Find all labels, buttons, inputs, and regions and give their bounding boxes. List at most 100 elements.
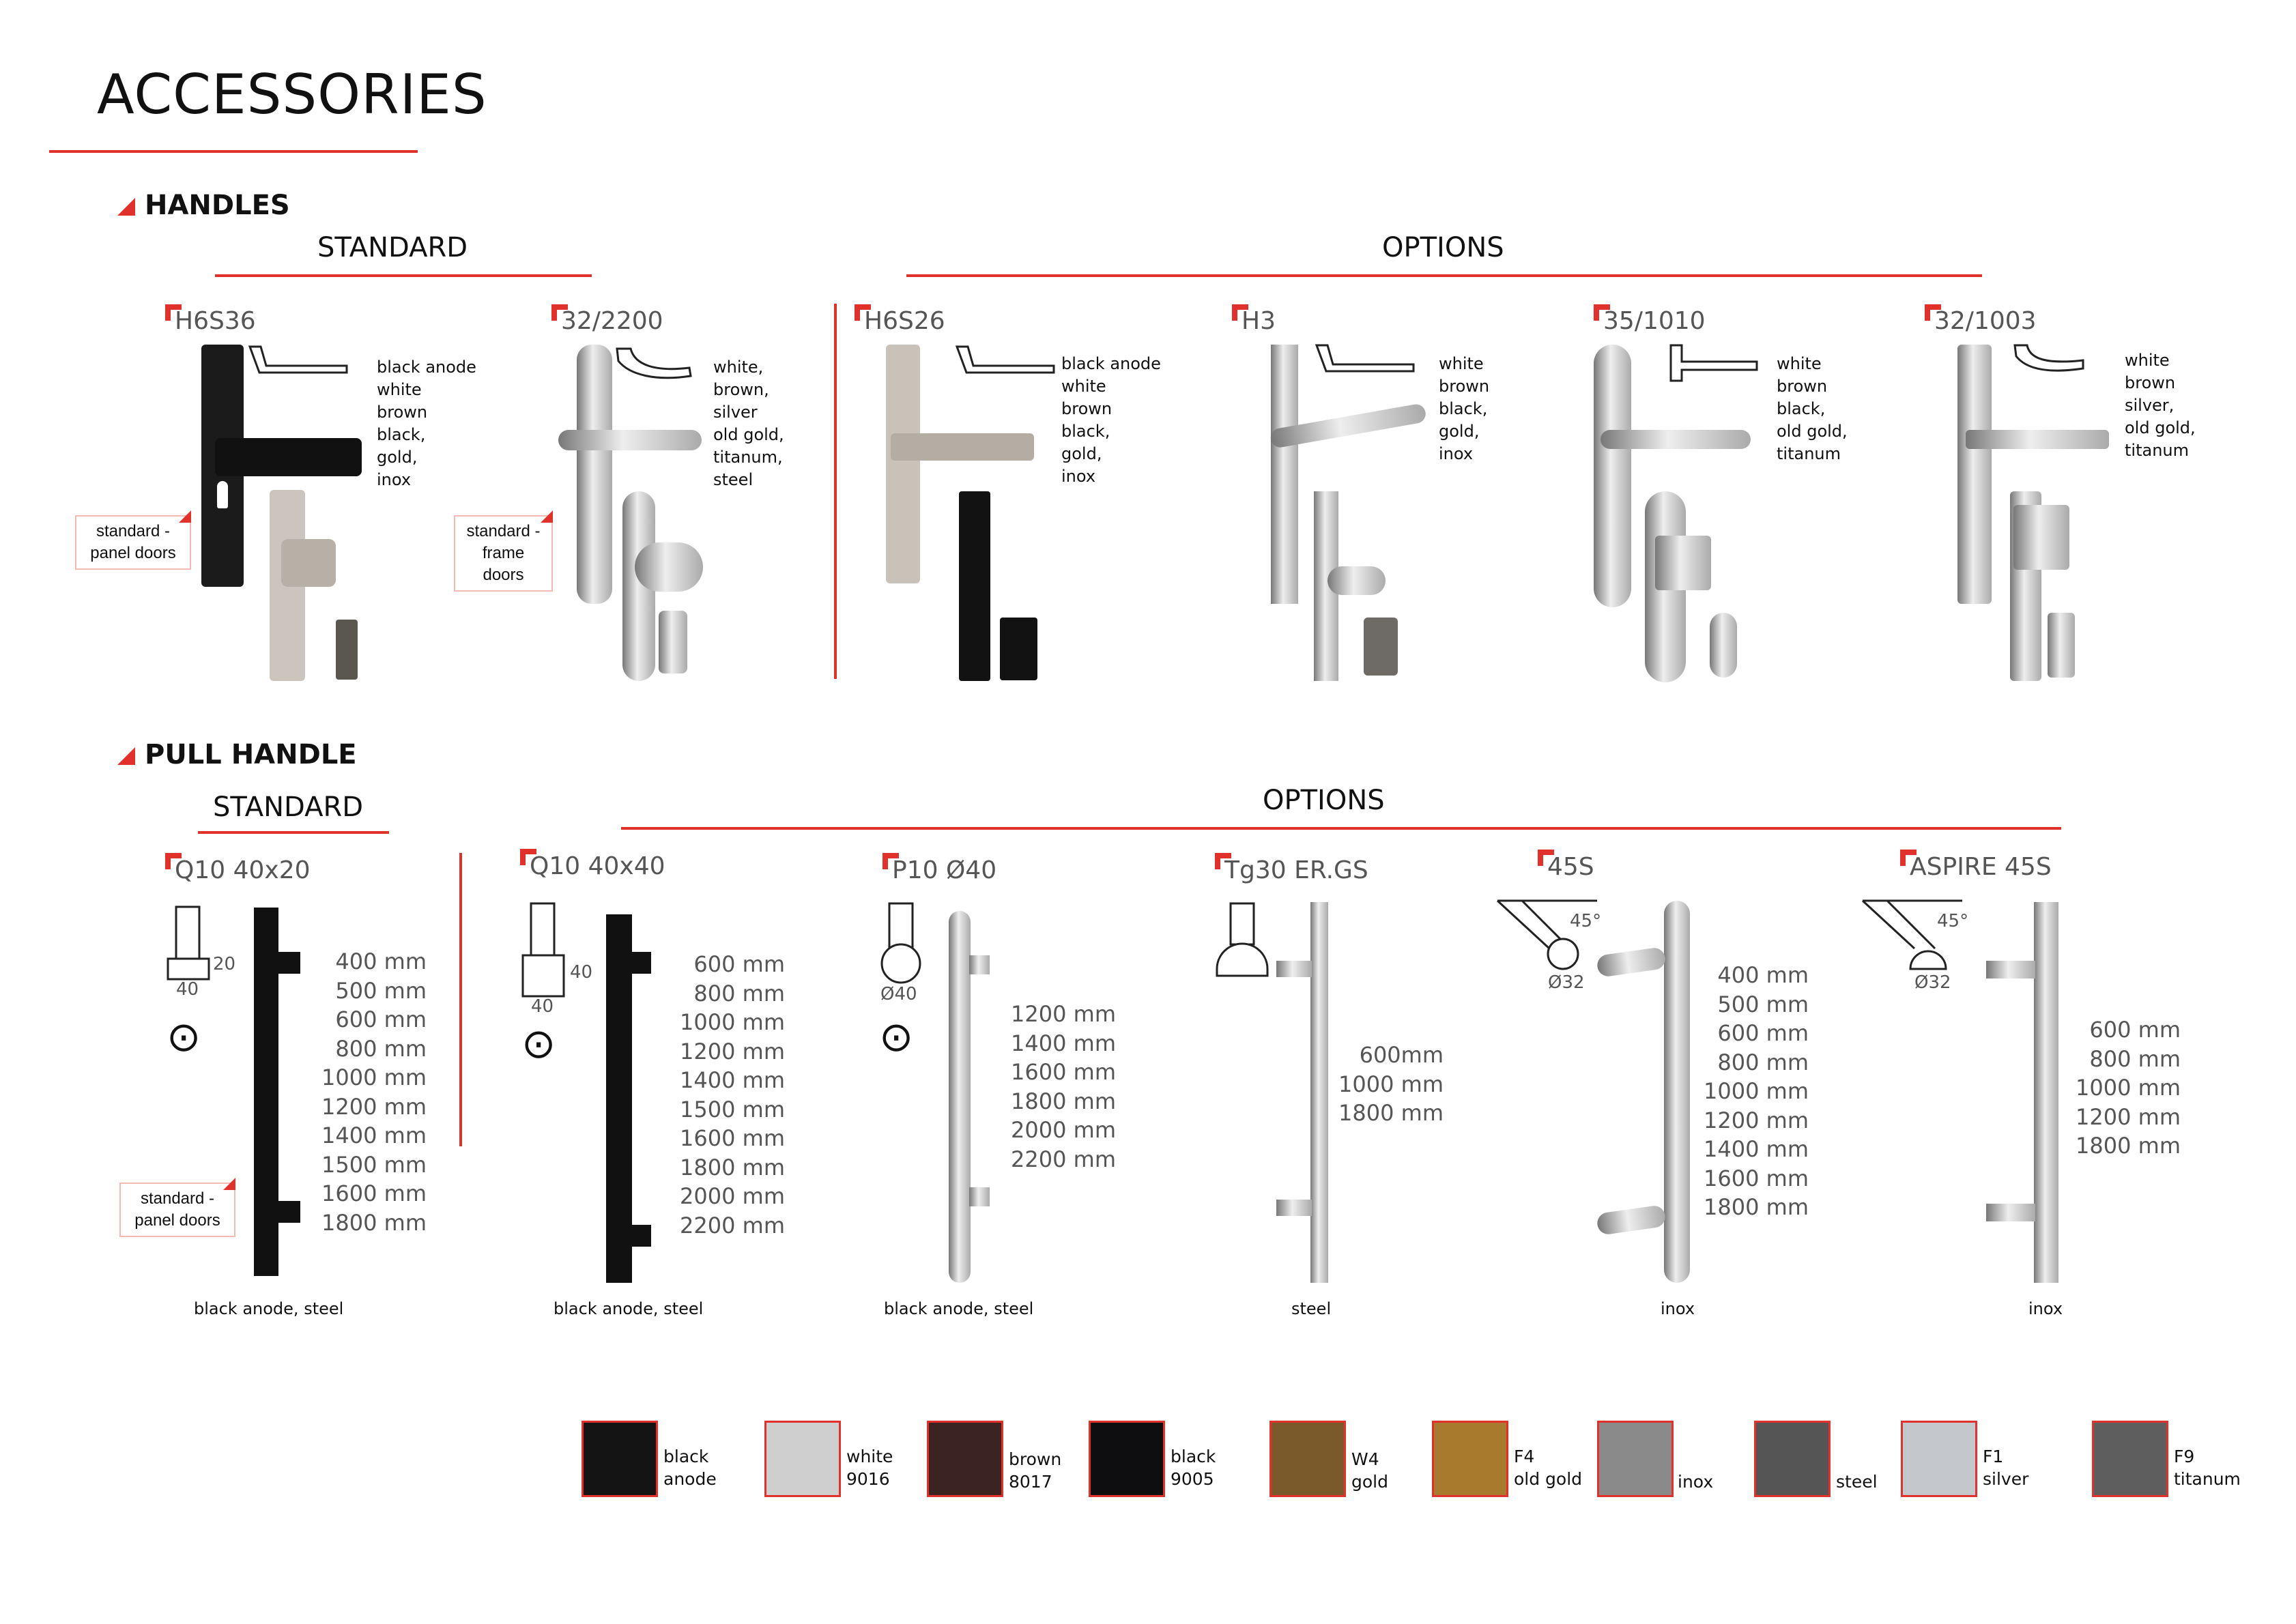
swatch-white-9016 [764,1421,841,1497]
pull-section-marker [117,747,135,765]
handle-lever-photo [1601,430,1751,449]
pull-standoff-bottom [1596,1204,1667,1236]
handles-section-title: HANDLES [145,190,290,221]
dim-width-label: 40 [531,996,554,1017]
pull-flag [1900,850,1917,866]
pull-flag [882,853,899,869]
handle-plate-photo [1271,345,1298,604]
pull-standoff-top [631,952,651,974]
pull-finish: inox [1661,1299,1695,1318]
swatch-w4-gold [1269,1421,1346,1497]
lock-cover-photo [336,620,358,680]
pull-standard-underline [198,831,389,834]
pull-bar-photo [1664,901,1690,1283]
handle-flag [1594,304,1610,321]
pull-bar-photo [254,908,278,1276]
pull-name: Q10 40x40 [530,852,665,880]
handle-colors: white brown silver, old gold, titanum [2125,351,2196,460]
dim-width-label: 40 [176,979,199,1000]
handle-plate-photo [1594,345,1631,607]
handles-options-label: OPTIONS [1382,232,1504,263]
pull-finish: inox [2028,1299,2063,1318]
dim-angle-label: 45° [1937,911,1969,931]
swatch-label: black anode [663,1447,717,1489]
profile-square-icon [167,905,210,981]
lever-outline-icon [1669,344,1758,382]
swatch-brown-8017 [927,1421,1003,1497]
pull-flag [1538,850,1554,866]
pull-bar-photo [949,911,971,1283]
pull-name: Q10 40x20 [175,856,311,884]
pull-standoff-bottom [1276,1200,1312,1216]
handles-section-marker [117,198,135,216]
lock-cover-photo [2048,613,2075,678]
pull-flag [165,853,182,869]
knob-photo [1328,566,1386,595]
pull-name: P10 Ø40 [892,856,997,884]
lever-outline-icon [2013,344,2084,372]
pull-sizes: 600 mm 800 mm 1000 mm 1200 mm 1800 mm [2076,1017,2181,1159]
dim-depth-label: 20 [213,954,236,974]
swatch-label: W4 gold [1351,1449,1388,1492]
standard-note: standard - frame doors [454,515,553,592]
lever-outline-icon [616,347,692,379]
pull-name: Tg30 ER.GS [1224,856,1368,884]
pull-sizes: 400 mm 500 mm 600 mm 800 mm 1000 mm 1200… [321,948,427,1236]
pull-divider [459,853,462,1146]
pull-finish: black anode, steel [554,1299,704,1318]
standard-note: standard - panel doors [75,515,191,570]
handle-name: H6S26 [864,307,945,335]
swatch-inox [1597,1421,1674,1497]
fingerprint-icon: ⊙ [521,1021,556,1067]
pull-standoff-bottom [631,1225,651,1247]
keyhole-icon [217,481,228,508]
note-corner-marker [179,510,191,523]
knob-plate-photo [959,491,990,681]
pull-options-underline [621,827,2061,830]
pull-standoff-bottom [969,1187,990,1206]
handles-divider [834,304,837,679]
swatch-label: F4 old gold [1514,1447,1583,1489]
swatch-label: brown 8017 [1009,1449,1062,1492]
angle-profile-icon [1861,899,1962,970]
handle-colors: white, brown, silver old gold, titanum, … [713,358,784,489]
pull-bar-photo [2034,902,2058,1283]
knob-photo [281,539,336,587]
pull-sizes: 600mm 1000 mm 1800 mm [1338,1042,1444,1126]
lock-cover-photo [1710,613,1737,678]
pull-finish: steel [1291,1299,1332,1318]
swatch-black-9005 [1089,1421,1165,1497]
pull-flag [520,849,536,865]
lever-outline-icon [1315,344,1415,373]
lock-cover-photo [1000,618,1037,680]
handle-name: 32/2200 [561,307,663,335]
handle-flag [165,304,182,321]
swatch-label: F1 silver [1983,1447,2029,1489]
swatch-steel [1754,1421,1831,1497]
standard-note: standard - panel doors [119,1183,235,1237]
pull-finish: black anode, steel [884,1299,1034,1318]
note-corner-marker [223,1178,235,1190]
pull-finish: black anode, steel [194,1299,344,1318]
handle-plate-photo [1957,345,1992,604]
handle-plate-photo [577,345,612,604]
profile-dshape-icon [1216,902,1269,977]
angle-profile-icon [1496,899,1597,970]
lock-cover-photo [1364,618,1398,676]
dim-diameter-label: Ø32 [1914,972,1951,993]
handle-name: 32/1003 [1934,307,2037,335]
swatch-black-anode [582,1421,658,1497]
handle-flag [855,304,871,321]
pull-flag [1215,853,1231,869]
pull-sizes: 600 mm 800 mm 1000 mm 1200 mm 1400 mm 15… [680,951,785,1238]
handles-standard-label: STANDARD [317,232,468,263]
handle-plate-photo [886,345,920,583]
handle-flag [551,304,568,321]
handle-name: H3 [1242,307,1276,335]
knob-photo [2013,505,2069,570]
handle-lever-photo [558,430,702,450]
pull-bar-photo [1310,902,1328,1283]
handle-colors: white brown black, old gold, titanum [1777,354,1848,463]
handles-standard-underline [215,274,592,277]
knob-photo [635,542,703,592]
